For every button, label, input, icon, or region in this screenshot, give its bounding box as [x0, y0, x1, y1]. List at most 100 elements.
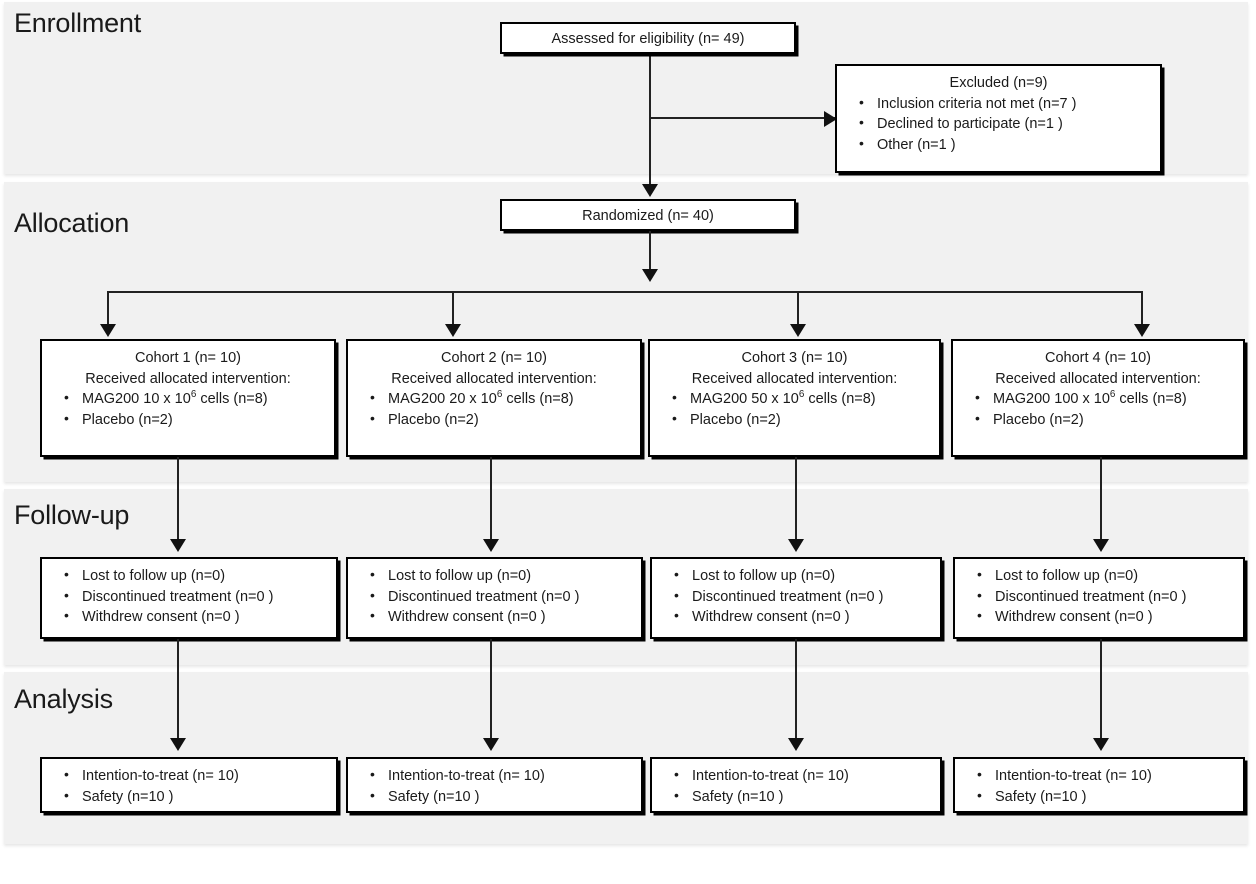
- cohort-title: Cohort 2 (n= 10): [441, 350, 547, 366]
- connector-randomized-down: [649, 231, 651, 278]
- analysis-list: Intention-to-treat (n= 10) Safety (n=10 …: [662, 765, 930, 808]
- section-label-analysis: Analysis: [14, 684, 113, 714]
- list-item-safety: Safety (n=10 ): [662, 786, 930, 808]
- connector-to-excluded: [649, 117, 835, 119]
- list-item-discontinued: Discontinued treatment (n=0 ): [965, 586, 1233, 608]
- list-item: Declined to participate (n=1 ): [847, 113, 1150, 135]
- cohort-title: Cohort 3 (n= 10): [741, 350, 848, 366]
- list-item-discontinued: Discontinued treatment (n=0 ): [358, 586, 631, 608]
- box-followup-4: Lost to follow up (n=0) Discontinued tre…: [953, 557, 1245, 639]
- arrowhead-into-followup-3: [788, 539, 804, 552]
- cohort-allocation-list: MAG200 50 x 106 cells (n=8) Placebo (n=2…: [660, 388, 929, 431]
- list-item-placebo: Placebo (n=2): [358, 409, 630, 431]
- cohort-intervention-header: Received allocated intervention:: [995, 370, 1201, 387]
- connector-drop-cohort-4: [1141, 291, 1143, 333]
- arrowhead-into-followup-4: [1093, 539, 1109, 552]
- followup-list: Lost to follow up (n=0) Discontinued tre…: [358, 565, 631, 628]
- arrowhead-into-analysis-2: [483, 738, 499, 751]
- box-excluded: Excluded (n=9) Inclusion criteria not me…: [835, 64, 1162, 173]
- section-label-enrollment: Enrollment: [14, 8, 142, 38]
- list-item-placebo: Placebo (n=2): [52, 409, 324, 431]
- list-item: Other (n=1 ): [847, 134, 1150, 156]
- list-item-discontinued: Discontinued treatment (n=0 ): [662, 586, 930, 608]
- connector-followup-2-to-analysis-2: [490, 639, 492, 746]
- section-label-followup: Follow-up: [14, 500, 130, 530]
- arrowhead-into-analysis-1: [170, 738, 186, 751]
- connector-allocation-bus: [107, 291, 1143, 293]
- list-item-itt: Intention-to-treat (n= 10): [52, 765, 326, 787]
- arrowhead-into-analysis-4: [1093, 738, 1109, 751]
- list-item: Inclusion criteria not met (n=7 ): [847, 93, 1150, 115]
- list-item-lost: Lost to follow up (n=0): [965, 565, 1233, 587]
- dose-exponent: 6: [190, 389, 197, 401]
- dose-exponent: 6: [496, 389, 503, 401]
- dose-exponent: 6: [1109, 389, 1116, 401]
- cohort-title: Cohort 1 (n= 10): [135, 350, 241, 366]
- arrowhead-into-cohort-4: [1134, 324, 1150, 337]
- list-item-itt: Intention-to-treat (n= 10): [662, 765, 930, 787]
- connector-cohort-3-to-followup-3: [795, 457, 797, 548]
- box-followup-1: Lost to follow up (n=0) Discontinued tre…: [40, 557, 338, 639]
- cohort-intervention-header: Received allocated intervention:: [85, 370, 291, 387]
- list-item-withdrew: Withdrew consent (n=0 ): [662, 606, 930, 628]
- arrowhead-into-excluded: [824, 111, 837, 127]
- box-analysis-3: Intention-to-treat (n= 10) Safety (n=10 …: [650, 757, 942, 813]
- connector-followup-4-to-analysis-4: [1100, 639, 1102, 746]
- list-item-itt: Intention-to-treat (n= 10): [358, 765, 631, 787]
- cohort-intervention-header: Received allocated intervention:: [691, 370, 898, 387]
- cohort-allocation-list: MAG200 100 x 106 cells (n=8) Placebo (n=…: [963, 388, 1233, 431]
- followup-list: Lost to follow up (n=0) Discontinued tre…: [52, 565, 326, 628]
- arrowhead-into-cohort-1: [100, 324, 116, 337]
- excluded-title: Excluded (n=9): [949, 75, 1048, 91]
- box-analysis-4: Intention-to-treat (n= 10) Safety (n=10 …: [953, 757, 1245, 813]
- connector-followup-3-to-analysis-3: [795, 639, 797, 746]
- list-item-withdrew: Withdrew consent (n=0 ): [965, 606, 1233, 628]
- box-followup-3: Lost to follow up (n=0) Discontinued tre…: [650, 557, 942, 639]
- box-followup-2: Lost to follow up (n=0) Discontinued tre…: [346, 557, 643, 639]
- list-item-lost: Lost to follow up (n=0): [358, 565, 631, 587]
- box-assessed-for-eligibility: Assessed for eligibility (n= 49): [500, 22, 796, 54]
- arrowhead-into-randomized: [642, 184, 658, 197]
- dose-exponent: 6: [798, 389, 805, 401]
- cohort-title: Cohort 4 (n= 10): [1045, 350, 1151, 366]
- section-label-allocation: Allocation: [14, 208, 130, 238]
- list-item-itt: Intention-to-treat (n= 10): [965, 765, 1233, 787]
- arrowhead-into-cohort-3: [790, 324, 806, 337]
- list-item-safety: Safety (n=10 ): [965, 786, 1233, 808]
- list-item-placebo: Placebo (n=2): [963, 409, 1233, 431]
- connector-followup-1-to-analysis-1: [177, 639, 179, 746]
- box-cohort-4: Cohort 4 (n= 10) Received allocated inte…: [951, 339, 1245, 457]
- list-item-safety: Safety (n=10 ): [358, 786, 631, 808]
- arrowhead-randomized-split: [642, 269, 658, 282]
- list-item-dose: MAG200 20 x 106 cells (n=8): [358, 388, 630, 410]
- list-item-dose: MAG200 100 x 106 cells (n=8): [963, 388, 1233, 410]
- connector-drop-cohort-3: [797, 291, 799, 333]
- followup-list: Lost to follow up (n=0) Discontinued tre…: [965, 565, 1233, 628]
- box-analysis-1: Intention-to-treat (n= 10) Safety (n=10 …: [40, 757, 338, 813]
- box-analysis-2: Intention-to-treat (n= 10) Safety (n=10 …: [346, 757, 643, 813]
- excluded-reason-list: Inclusion criteria not met (n=7 ) Declin…: [847, 93, 1150, 156]
- assessed-text: Assessed for eligibility (n= 49): [551, 31, 745, 47]
- list-item-lost: Lost to follow up (n=0): [52, 565, 326, 587]
- analysis-list: Intention-to-treat (n= 10) Safety (n=10 …: [358, 765, 631, 808]
- arrowhead-into-followup-2: [483, 539, 499, 552]
- box-cohort-1: Cohort 1 (n= 10) Received allocated inte…: [40, 339, 336, 457]
- cohort-intervention-header: Received allocated intervention:: [391, 370, 597, 387]
- cohort-allocation-list: MAG200 10 x 106 cells (n=8) Placebo (n=2…: [52, 388, 324, 431]
- connector-drop-cohort-1: [107, 291, 109, 333]
- cohort-allocation-list: MAG200 20 x 106 cells (n=8) Placebo (n=2…: [358, 388, 630, 431]
- randomized-text: Randomized (n= 40): [582, 208, 714, 224]
- list-item-placebo: Placebo (n=2): [660, 409, 929, 431]
- analysis-list: Intention-to-treat (n= 10) Safety (n=10 …: [965, 765, 1233, 808]
- list-item-withdrew: Withdrew consent (n=0 ): [52, 606, 326, 628]
- list-item-dose: MAG200 10 x 106 cells (n=8): [52, 388, 324, 410]
- box-randomized: Randomized (n= 40): [500, 199, 796, 231]
- followup-list: Lost to follow up (n=0) Discontinued tre…: [662, 565, 930, 628]
- box-cohort-3: Cohort 3 (n= 10) Received allocated inte…: [648, 339, 941, 457]
- connector-cohort-4-to-followup-4: [1100, 457, 1102, 548]
- arrowhead-into-analysis-3: [788, 738, 804, 751]
- arrowhead-into-followup-1: [170, 539, 186, 552]
- connector-drop-cohort-2: [452, 291, 454, 333]
- connector-cohort-1-to-followup-1: [177, 457, 179, 548]
